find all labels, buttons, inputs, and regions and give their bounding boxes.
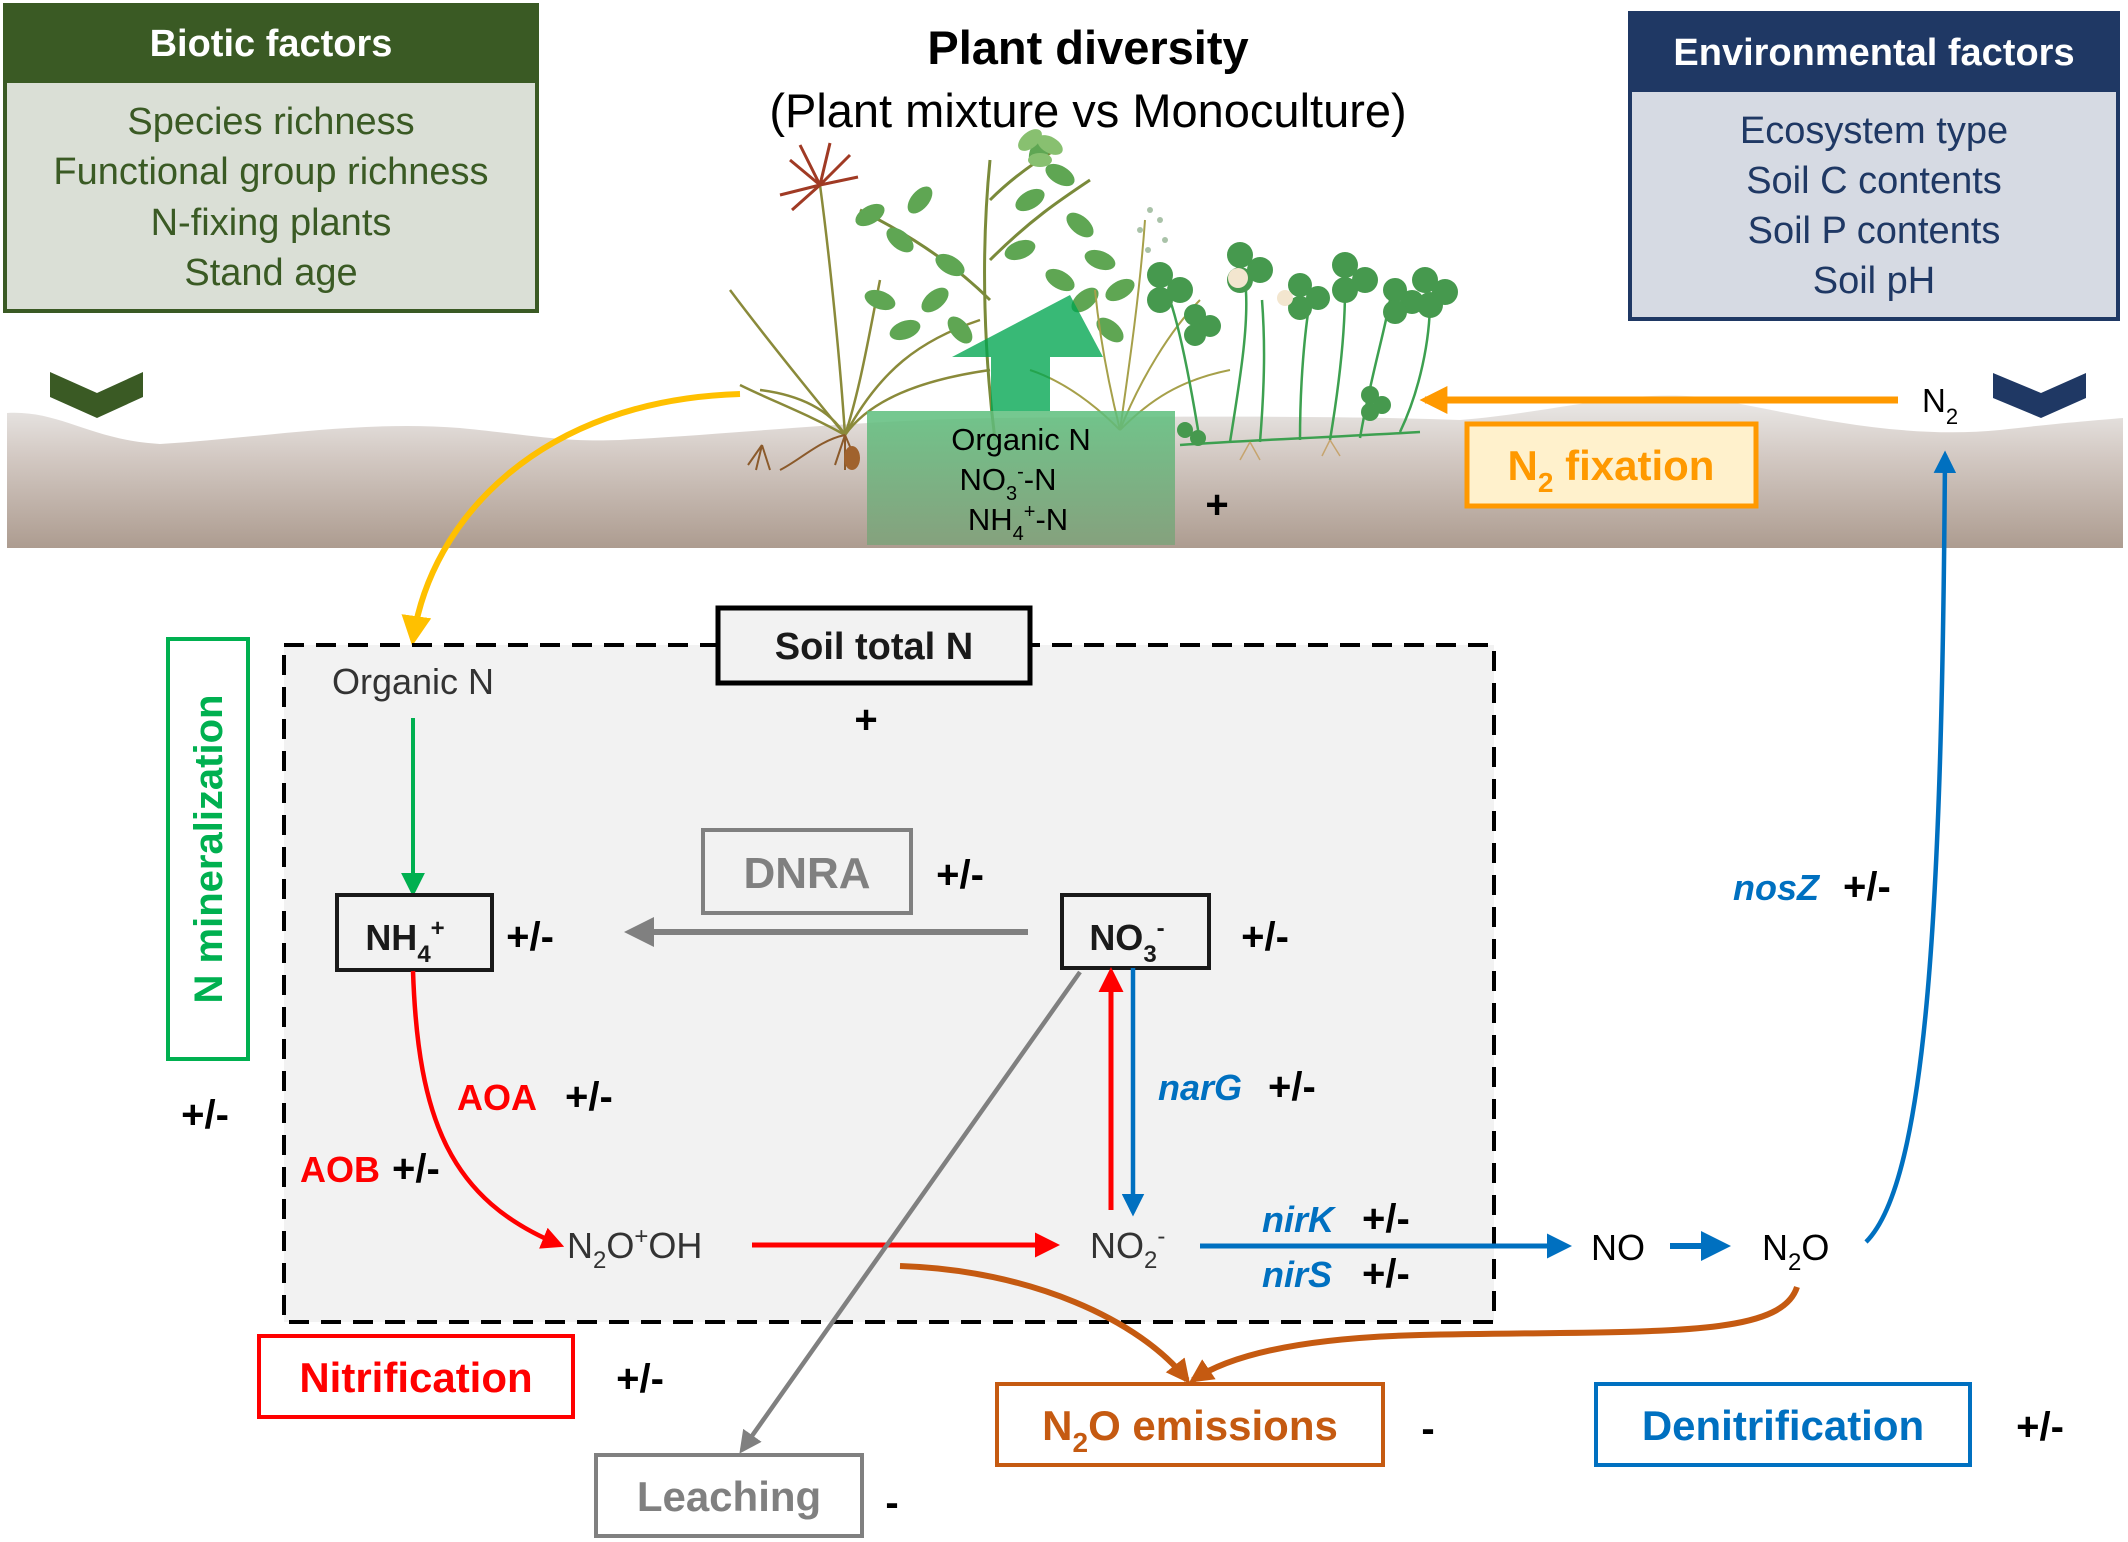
aob-label: AOB (300, 1149, 380, 1190)
narg-effect: +/- (1268, 1065, 1316, 1109)
nh4-box (335, 893, 494, 972)
nirs-label: nirS (1262, 1254, 1332, 1295)
environmental-factors-header: Environmental factors (1673, 32, 2074, 74)
biotic-item: Species richness (127, 101, 414, 143)
n2-fixation-label: N2 fixation (1508, 442, 1715, 498)
environmental-item: Soil C contents (1746, 160, 2002, 202)
biotic-item: Functional group richness (53, 151, 488, 193)
nirk-effect: +/- (1362, 1197, 1410, 1241)
pool-organic-n: Organic N (951, 422, 1091, 457)
plant-illustration (729, 129, 1458, 471)
n2-label: N2 (1922, 382, 1958, 429)
n-mineralization-box (166, 637, 250, 1061)
nh4-effect: +/- (506, 915, 554, 959)
litter-input-arrow (401, 391, 741, 646)
environmental-item: Soil pH (1813, 260, 1936, 302)
aoa-label: AOA (457, 1077, 537, 1118)
soil-total-n-region (282, 643, 1496, 1324)
soil-total-n-effect: + (854, 698, 877, 742)
denitrification-box (1594, 1382, 1972, 1467)
no3-effect: +/- (1241, 915, 1289, 959)
n2o-emissions-effect: - (1421, 1407, 1434, 1451)
plant-uptake-arrow (952, 295, 1103, 411)
biotic-item: N-fixing plants (151, 202, 392, 244)
biotic-factors-header: Biotic factors (150, 23, 393, 65)
seed-icon (844, 446, 860, 470)
diagram-title: Plant diversity (927, 21, 1248, 74)
n2-fixation-box (1464, 421, 1759, 509)
dnra-label: DNRA (743, 849, 870, 898)
n2o-label: N2O (1762, 1227, 1829, 1276)
n2o-emissions-box (995, 1382, 1385, 1467)
chevron-down-icon (1993, 373, 2086, 418)
soil-organic-n-label: Organic N (332, 661, 494, 702)
no2-label: NO2- (1090, 1223, 1165, 1274)
pool-effect: + (1205, 483, 1228, 527)
nosz-label: nosZ (1733, 867, 1821, 908)
no-label: NO (1591, 1227, 1645, 1268)
leaching-label: Leaching (637, 1473, 821, 1520)
leaching-box (594, 1453, 864, 1538)
environmental-factors-panel: Environmental factors Ecosystem type Soi… (1628, 11, 2120, 321)
environmental-item: Soil P contents (1748, 210, 2001, 252)
biotic-item: Stand age (184, 252, 357, 294)
soil-total-n-label: Soil total N (775, 626, 973, 668)
n2o-oh-label: N2O+OH (567, 1223, 702, 1274)
narg-label: narG (1158, 1067, 1242, 1108)
n-mineralization-effect: +/- (181, 1093, 229, 1137)
biotic-factors-panel: Biotic factors Species richness Function… (3, 3, 539, 313)
n2o-reduction-arrow (1864, 450, 1957, 1244)
leaching-effect: - (885, 1481, 898, 1525)
denitrification-n2o-emission-arrow (1189, 1285, 1800, 1383)
ammonia-oxidation-arrow (410, 970, 565, 1249)
nitrification-box (257, 1334, 575, 1419)
no3-box (1060, 893, 1211, 970)
nitrification-label: Nitrification (299, 1354, 532, 1401)
soil-total-n-box (715, 605, 1033, 686)
diagram-subtitle: (Plant mixture vs Monoculture) (769, 84, 1406, 137)
denitrification-label: Denitrification (1642, 1402, 1924, 1449)
leaching-arrow (739, 970, 1082, 1454)
aoa-effect: +/- (565, 1075, 613, 1119)
nirs-effect: +/- (1362, 1252, 1410, 1296)
denitrification-effect: +/- (2016, 1405, 2064, 1449)
pool-nh4-n: NH4+-N (968, 501, 1068, 545)
environmental-item: Ecosystem type (1740, 110, 2008, 152)
pool-no3-n: NO3--N (959, 461, 1056, 505)
nitrification-n2o-emission-arrow (899, 1263, 1190, 1384)
plant-available-n-pool (867, 411, 1175, 545)
dnra-effect: +/- (936, 853, 984, 897)
aob-effect: +/- (392, 1147, 440, 1191)
dnra-box (701, 828, 913, 915)
n2o-emissions-label: N2O emissions (1042, 1402, 1338, 1458)
nirk-label: nirK (1262, 1199, 1337, 1240)
n-mineralization-label: N mineralization (187, 695, 231, 1004)
no3-label: NO3- (1089, 915, 1164, 968)
nosz-effect: +/- (1843, 865, 1891, 909)
chevron-down-icon (50, 372, 143, 418)
nh4-label: NH4+ (365, 915, 444, 968)
nitrification-effect: +/- (616, 1357, 664, 1401)
